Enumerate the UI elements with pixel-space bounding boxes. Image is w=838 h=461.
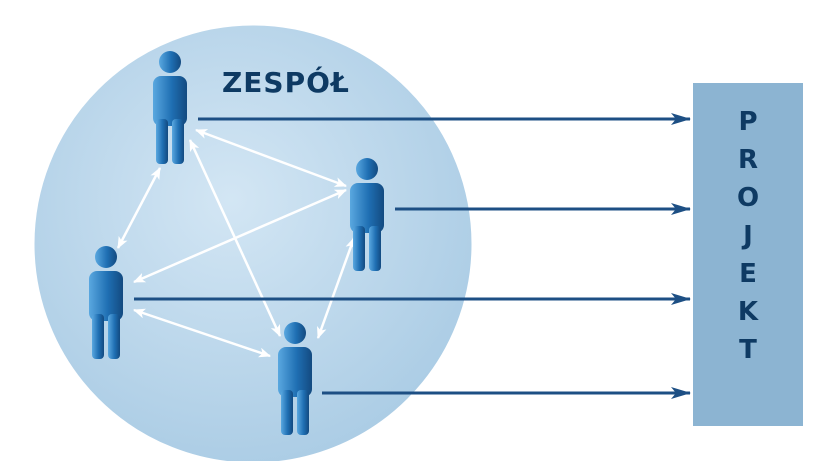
- project-label: P R O J E K T: [693, 103, 803, 369]
- project-letter: T: [739, 335, 757, 365]
- person-icon: [153, 51, 187, 164]
- team-label: ZESPÓŁ: [222, 66, 350, 99]
- arrow-member3-member4: [133, 308, 271, 358]
- person-icon: [350, 158, 384, 271]
- project-letter: O: [736, 183, 760, 213]
- person-icon: [89, 246, 123, 359]
- project-letter: P: [738, 107, 758, 137]
- person-icon: [278, 322, 312, 435]
- team-communication-arrows: [116, 128, 356, 358]
- arrow-member3-member2: [133, 188, 347, 284]
- project-letter: E: [739, 259, 757, 289]
- arrow-member2-member4: [316, 237, 356, 339]
- project-letter: K: [737, 297, 759, 327]
- project-letter: J: [743, 221, 753, 251]
- project-letter: R: [737, 145, 759, 175]
- project-box: P R O J E K T: [693, 83, 803, 426]
- project-arrows: [134, 113, 691, 399]
